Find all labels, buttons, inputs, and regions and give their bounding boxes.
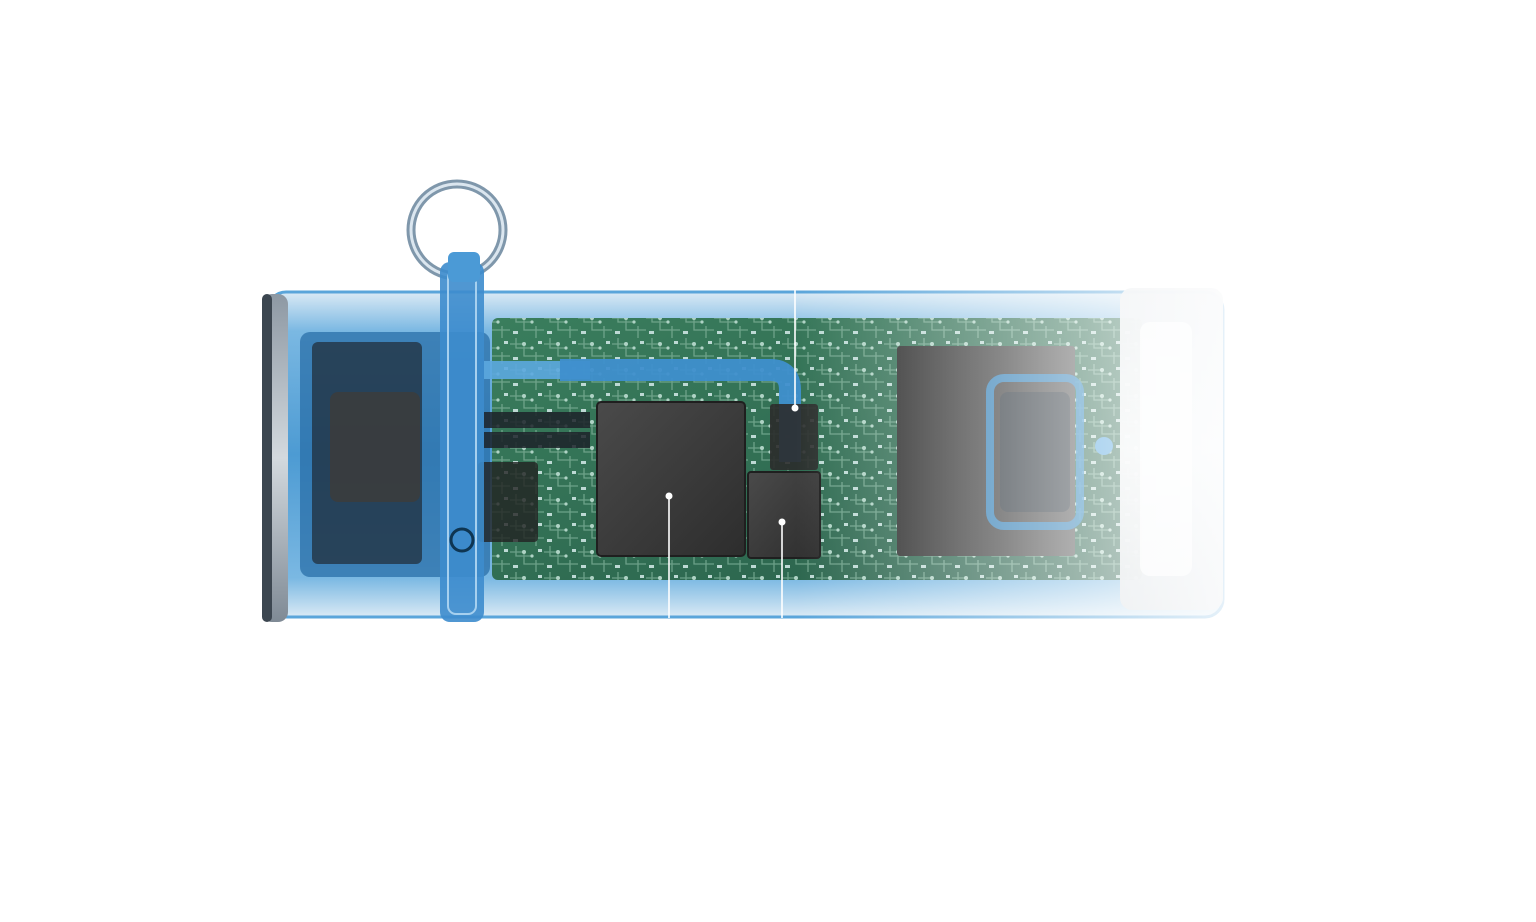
callout-dot-right — [778, 518, 786, 526]
callout-lines — [665, 290, 799, 618]
callout-dot-top — [791, 404, 799, 412]
glow-overlay — [268, 288, 1228, 620]
callout-dot-left — [665, 492, 673, 500]
